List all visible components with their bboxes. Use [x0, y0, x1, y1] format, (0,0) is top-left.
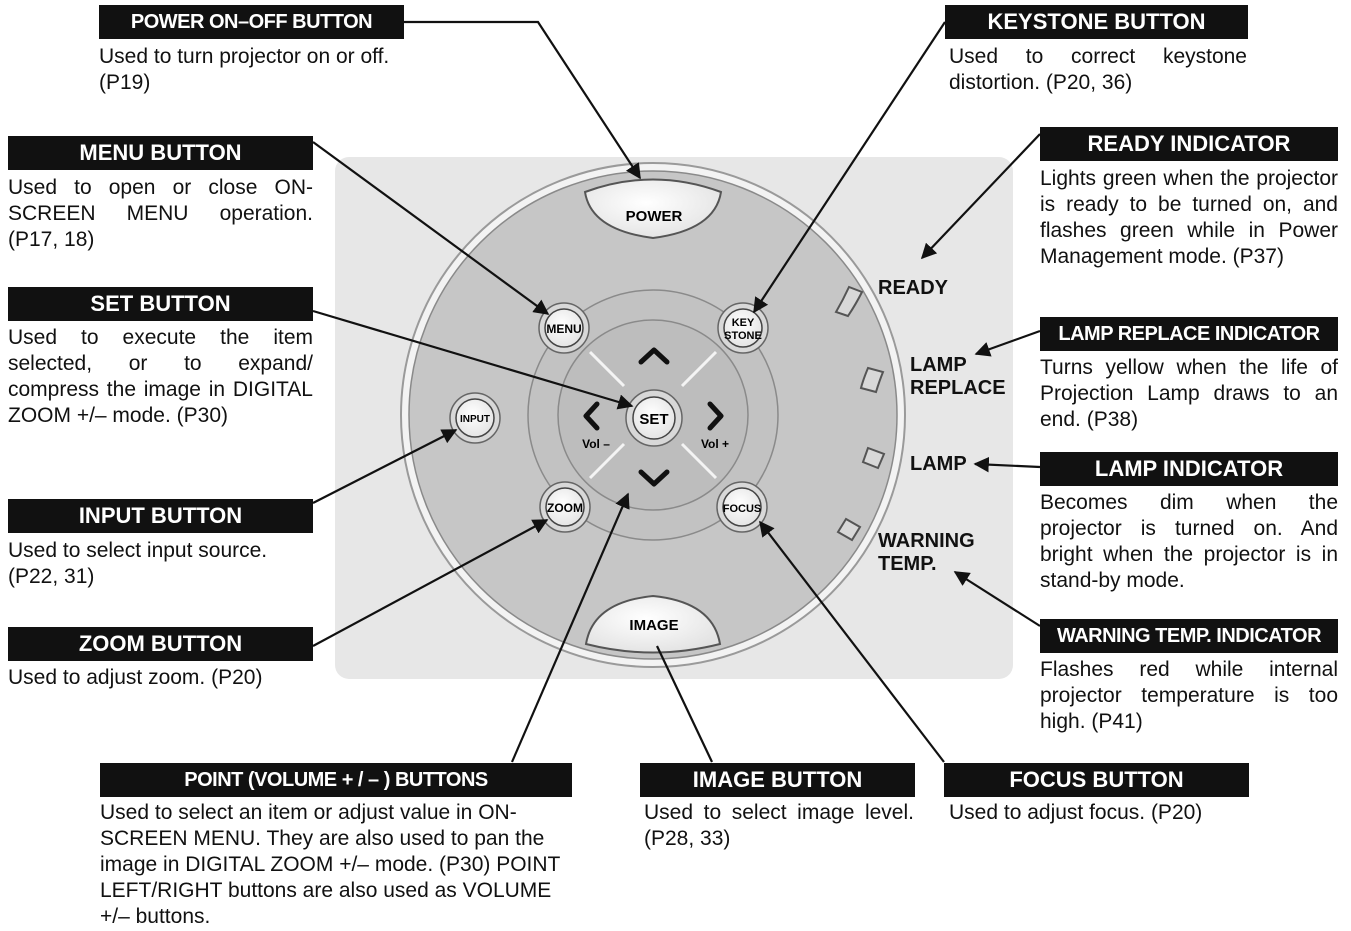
- point-right-icon[interactable]: [707, 401, 724, 431]
- zoom-callout-desc: Used to adjust zoom. (P20): [8, 666, 263, 689]
- input-callout-title: INPUT BUTTON: [8, 499, 313, 533]
- keystone-leader: [753, 21, 946, 314]
- menu-callout-desc: Used to open or close ON-SCREEN MENU ope…: [8, 176, 313, 251]
- lamp-replace-callout-desc: Turns yellow when the life of Projection…: [1040, 356, 1338, 431]
- ready-leader: [920, 133, 1041, 260]
- image-callout-title: IMAGE BUTTON: [640, 763, 915, 797]
- point-callout-title: POINT (VOLUME + / – ) BUTTONS: [100, 763, 572, 797]
- indicator-lenses: [834, 285, 886, 542]
- image-button-label: IMAGE: [629, 617, 678, 634]
- image-callout-desc: Used to select image level. (P28, 33): [644, 801, 914, 850]
- point-leader: [510, 492, 630, 763]
- power-leader: [404, 20, 641, 180]
- point-down-icon[interactable]: [638, 469, 670, 487]
- lamp-replace-leader: [974, 329, 1041, 357]
- lamp-replace-indicator-lens: [859, 366, 885, 394]
- warning-temp-label-line2: TEMP.: [878, 553, 937, 575]
- keystone-callout-desc: Used to correct keystone distortion. (P2…: [949, 45, 1247, 94]
- vol-plus-label: Vol +: [701, 437, 729, 451]
- power-callout-desc: Used to turn projector on or off. (P19): [99, 45, 390, 94]
- set-callout-title: SET BUTTON: [8, 287, 313, 321]
- ready-label: READY: [878, 277, 949, 299]
- focus-callout-title: FOCUS BUTTON: [944, 763, 1249, 797]
- power-button-label: POWER: [626, 208, 683, 225]
- keystone-button[interactable]: KEY STONE: [717, 302, 769, 354]
- lamp-leader: [973, 456, 1041, 473]
- zoom-button[interactable]: ZOOM: [539, 481, 591, 533]
- set-button[interactable]: SET: [625, 389, 683, 447]
- lamp-replace-label-line2: REPLACE: [910, 377, 1006, 399]
- warning-temp-label-line1: WARNING: [878, 530, 975, 552]
- warning-leader: [953, 571, 1041, 627]
- warning-callout-title: WARNING TEMP. INDICATOR: [1040, 619, 1338, 653]
- input-leader: [312, 429, 458, 504]
- input-callout-desc: Used to select input source. (P22, 31): [8, 539, 268, 588]
- image-button[interactable]: IMAGE: [584, 594, 722, 654]
- focus-button-label: FOCUS: [723, 503, 762, 515]
- menu-button[interactable]: MENU: [538, 302, 590, 354]
- lamp-callout-desc: Becomes dim when the projector is turned…: [1040, 491, 1338, 592]
- warning-temp-label: WARNING TEMP.: [878, 530, 975, 576]
- lamp-label: LAMP: [910, 453, 967, 475]
- point-left-icon[interactable]: [583, 401, 600, 431]
- power-callout-title: POWER ON–OFF BUTTON: [99, 5, 404, 39]
- set-button-label: SET: [639, 411, 668, 428]
- ready-callout-title: READY INDICATOR: [1040, 127, 1338, 161]
- dial-cross-lines: [588, 350, 718, 480]
- warning-callout-desc: Flashes red while internal projector tem…: [1040, 658, 1338, 733]
- lamp-replace-callout-title: LAMP REPLACE INDICATOR: [1040, 317, 1338, 351]
- input-button-label: INPUT: [460, 414, 490, 425]
- keystone-button-label-line1: KEY: [732, 317, 755, 329]
- vol-minus-label: Vol –: [582, 437, 610, 451]
- lamp-replace-label-line1: LAMP: [910, 354, 967, 376]
- zoom-button-label: ZOOM: [547, 501, 583, 515]
- menu-button-label: MENU: [546, 322, 581, 336]
- zoom-leader: [312, 519, 549, 647]
- focus-callout-desc: Used to adjust focus. (P20): [949, 801, 1203, 824]
- set-leader: [312, 309, 634, 410]
- ready-callout-desc: Lights green when the projector is ready…: [1040, 167, 1338, 268]
- image-leader: [656, 645, 713, 763]
- lamp-callout-title: LAMP INDICATOR: [1040, 452, 1338, 486]
- point-up-icon[interactable]: [638, 347, 670, 365]
- menu-callout-title: MENU BUTTON: [8, 136, 313, 170]
- keystone-button-label-line2: STONE: [724, 330, 762, 342]
- lamp-indicator-lens: [861, 446, 886, 470]
- lamp-replace-label: LAMP REPLACE: [910, 354, 1006, 400]
- focus-leader: [759, 520, 945, 763]
- keystone-callout-title: KEYSTONE BUTTON: [945, 5, 1248, 39]
- point-callout-desc: Used to select an item or adjust value i…: [100, 801, 561, 928]
- leader-lines: [312, 20, 1041, 763]
- set-callout-desc: Used to execute the item selected, or to…: [8, 326, 313, 427]
- menu-leader: [312, 141, 550, 315]
- ready-indicator-lens: [834, 285, 864, 318]
- focus-button[interactable]: FOCUS: [716, 481, 768, 533]
- input-button[interactable]: INPUT: [449, 392, 501, 444]
- power-button[interactable]: POWER: [583, 178, 723, 240]
- zoom-callout-title: ZOOM BUTTON: [8, 627, 313, 661]
- warning-indicator-lens: [836, 517, 862, 542]
